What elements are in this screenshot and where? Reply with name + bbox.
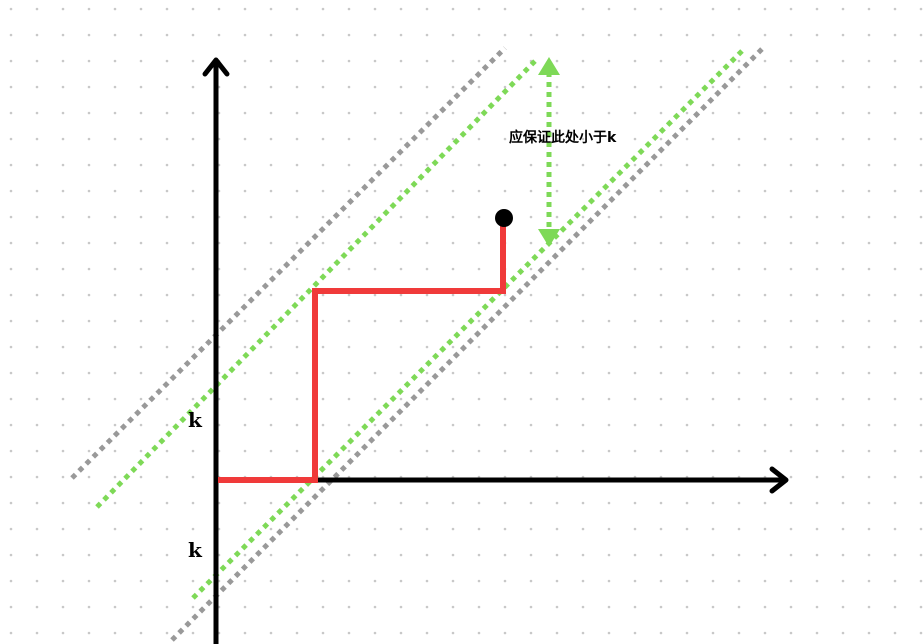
path-endpoint-dot	[495, 209, 513, 227]
red-staircase-path	[218, 220, 506, 483]
y-axis-arrowhead	[202, 57, 230, 77]
distance-arrow-down-head	[538, 229, 560, 247]
upper-green-boundary-line	[95, 56, 540, 509]
upper-gray-boundary-line	[70, 46, 507, 480]
x-axis-arrowhead	[769, 466, 789, 494]
distance-note-label: 应保证此处小于k	[509, 129, 617, 146]
distance-arrow-up-head	[538, 57, 560, 75]
k-label-upper: k	[188, 408, 203, 432]
k-label-lower: k	[188, 538, 203, 562]
